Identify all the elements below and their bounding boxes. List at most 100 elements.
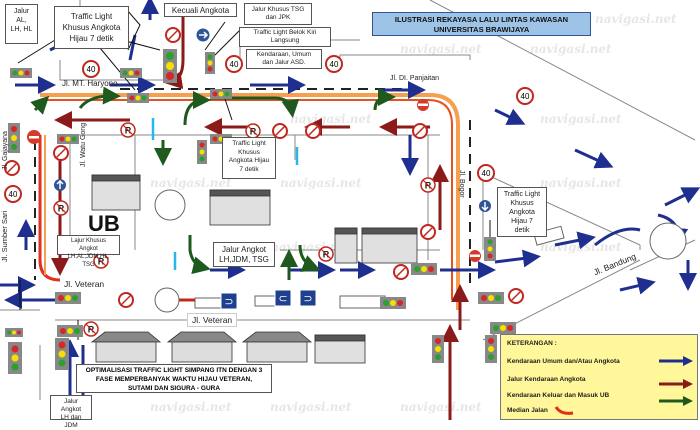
traffic-light bbox=[485, 335, 497, 363]
legend: KETERANGAN : Kendaraan Umum dan/Atau Ang… bbox=[500, 334, 698, 420]
watermark: navigasi.net bbox=[400, 42, 482, 56]
no-u-turn-icon bbox=[53, 145, 69, 161]
no-entry-except-angkota-icon bbox=[165, 27, 181, 43]
callout-kecuali-angkota: Kecuali Angkota bbox=[164, 3, 237, 17]
no-parking-icon: R bbox=[420, 177, 436, 193]
speed-limit-value: 40 bbox=[521, 92, 530, 101]
u-turn-signs: ⊃ ⊂ ⊃ bbox=[220, 289, 317, 310]
callout-line: Kendaraan, Umum bbox=[256, 51, 312, 58]
traffic-light bbox=[197, 140, 207, 164]
legend-arrow-red bbox=[659, 379, 693, 389]
callout-tl-belok-kiri: Traffic Light Belok Kiri Langsung bbox=[239, 27, 331, 47]
traffic-light bbox=[163, 49, 177, 83]
lane-separators bbox=[194, 225, 565, 309]
callout-line: Jalur Angkot bbox=[221, 245, 267, 254]
callout-line: FASE MEMPERBANYAK WAKTU HIJAU VETERAN, bbox=[95, 376, 253, 383]
callout-line: Traffic Light Belok Kiri bbox=[253, 29, 317, 36]
callout-line: Khusus bbox=[238, 148, 260, 156]
watermark: navigasi.net bbox=[595, 12, 677, 26]
road-label-sumber-sari: Jl. Sumber Sari bbox=[0, 210, 9, 262]
no-parking-icon: R bbox=[83, 321, 99, 337]
svg-text:⊃: ⊃ bbox=[224, 296, 233, 308]
turn-right-sign-icon bbox=[195, 27, 211, 43]
keep-down-sign-icon bbox=[54, 179, 66, 191]
no-parking-icon: R bbox=[245, 123, 261, 139]
title-line-2: UNIVERSITAS BRAWIJAYA bbox=[433, 25, 530, 34]
watermark: navigasi.net bbox=[280, 176, 362, 190]
speed-limit-value: 40 bbox=[482, 169, 491, 178]
no-u-turn-icon bbox=[412, 123, 428, 139]
callout-jalur-angkot-bottom: Jalur Angkot LH dan JDM bbox=[50, 395, 92, 429]
legend-label-ub: Kendaraan Keluar dan Masuk UB bbox=[507, 392, 610, 399]
traffic-light bbox=[5, 328, 23, 337]
median-road bbox=[38, 93, 460, 310]
lane-dashes bbox=[34, 88, 471, 290]
building bbox=[209, 189, 271, 226]
callout-line: Langsung bbox=[270, 37, 300, 44]
no-stopping-icon bbox=[508, 288, 524, 304]
traffic-light bbox=[205, 52, 215, 74]
road-label-gajayana: Jl. Gajayana bbox=[2, 131, 9, 170]
speed-limit-value: 40 bbox=[230, 60, 239, 69]
building-ub bbox=[91, 174, 141, 211]
road-label-watu-gong: Jl. Watu Gong bbox=[80, 122, 87, 167]
road-label-veteran-center: Jl. Veteran bbox=[187, 313, 238, 327]
traffic-light bbox=[432, 335, 444, 363]
traffic-light bbox=[484, 237, 496, 261]
traffic-light bbox=[57, 134, 79, 144]
no-right-turn-icon bbox=[393, 264, 409, 280]
callout-line: SUTAMI DAN SIGURA - GURA bbox=[127, 385, 221, 392]
callout-line: Traffic Light bbox=[503, 191, 541, 198]
callout-line: dan Jalur ASD. bbox=[262, 59, 306, 66]
callout-line: Angkota bbox=[509, 209, 535, 216]
no-parking-icon: R bbox=[53, 200, 69, 216]
traffic-light bbox=[127, 93, 149, 103]
legend-swatches bbox=[554, 356, 693, 415]
callout-jalur-al: Jalur AL, LH, HL bbox=[5, 4, 38, 44]
legend-label-median: Median Jalan bbox=[507, 407, 548, 414]
callout-line: Jalur Angkot bbox=[60, 398, 82, 413]
legend-median-curve bbox=[554, 406, 574, 415]
callout-line: detik bbox=[514, 227, 530, 234]
callout-kendaraan-umum: Kendaraan, Umum dan Jalur ASD. bbox=[246, 49, 322, 69]
speed-limit-value: 40 bbox=[9, 190, 18, 199]
no-left-turn-icon bbox=[4, 160, 20, 176]
callout-line: Traffic Light bbox=[232, 140, 266, 147]
callout-lajur-khusus: Lajur Khusus Angkot LH,AL,JDM,HL, TSG bbox=[57, 235, 120, 268]
callout-line: AL, bbox=[16, 17, 27, 24]
speed-limit-value: 40 bbox=[87, 65, 96, 74]
road-label-di-panjaitan: Jl. DI. Panjaitan bbox=[390, 75, 440, 82]
callout-line: 7 detik bbox=[239, 165, 259, 173]
cyan-lanes bbox=[151, 118, 299, 270]
callout-jalur-angkot-center: Jalur Angkot LH,JDM, TSG bbox=[213, 242, 275, 267]
watermark: navigasi.net bbox=[540, 176, 622, 190]
callout-line: LH dan JDM bbox=[60, 414, 82, 429]
watermark: navigasi.net bbox=[530, 42, 612, 56]
callout-line: Hijau 7 detik bbox=[69, 34, 114, 43]
watermark: navigasi.net bbox=[270, 400, 352, 414]
blue-arrows bbox=[0, 0, 700, 416]
road-label-bogor: Jl. Bogor bbox=[458, 170, 465, 198]
roundabouts bbox=[154, 189, 687, 313]
watermark: navigasi.net bbox=[540, 112, 622, 126]
legend-arrow-blue bbox=[659, 356, 693, 366]
house bbox=[166, 331, 238, 363]
no-right-turn-icon bbox=[305, 123, 321, 139]
callout-line: LH,AL,JDM,HL, TSG bbox=[67, 254, 110, 268]
road-label-veteran-left: Jl. Veteran bbox=[64, 279, 105, 289]
campus-label-ub: UB bbox=[88, 211, 120, 236]
speed-limit-sign: 40 bbox=[4, 185, 22, 203]
traffic-light bbox=[8, 123, 20, 153]
callout-tl-angkota-top: Traffic Light Khusus Angkota Hijau 7 det… bbox=[54, 6, 129, 49]
callout-line: Jalur bbox=[13, 8, 30, 15]
legend-arrow-green bbox=[659, 396, 693, 406]
building bbox=[314, 334, 366, 364]
callout-line: Hijau 7 bbox=[511, 218, 533, 225]
traffic-light bbox=[55, 292, 81, 304]
traffic-light bbox=[55, 338, 69, 370]
no-parking-icon: R bbox=[120, 122, 136, 138]
traffic-light bbox=[120, 68, 142, 78]
callout-line: LH,JDM, TSG bbox=[219, 255, 269, 264]
callout-optimalisasi: OPTIMALISASI TRAFFIC LIGHT SIMPANG ITN D… bbox=[76, 364, 272, 393]
